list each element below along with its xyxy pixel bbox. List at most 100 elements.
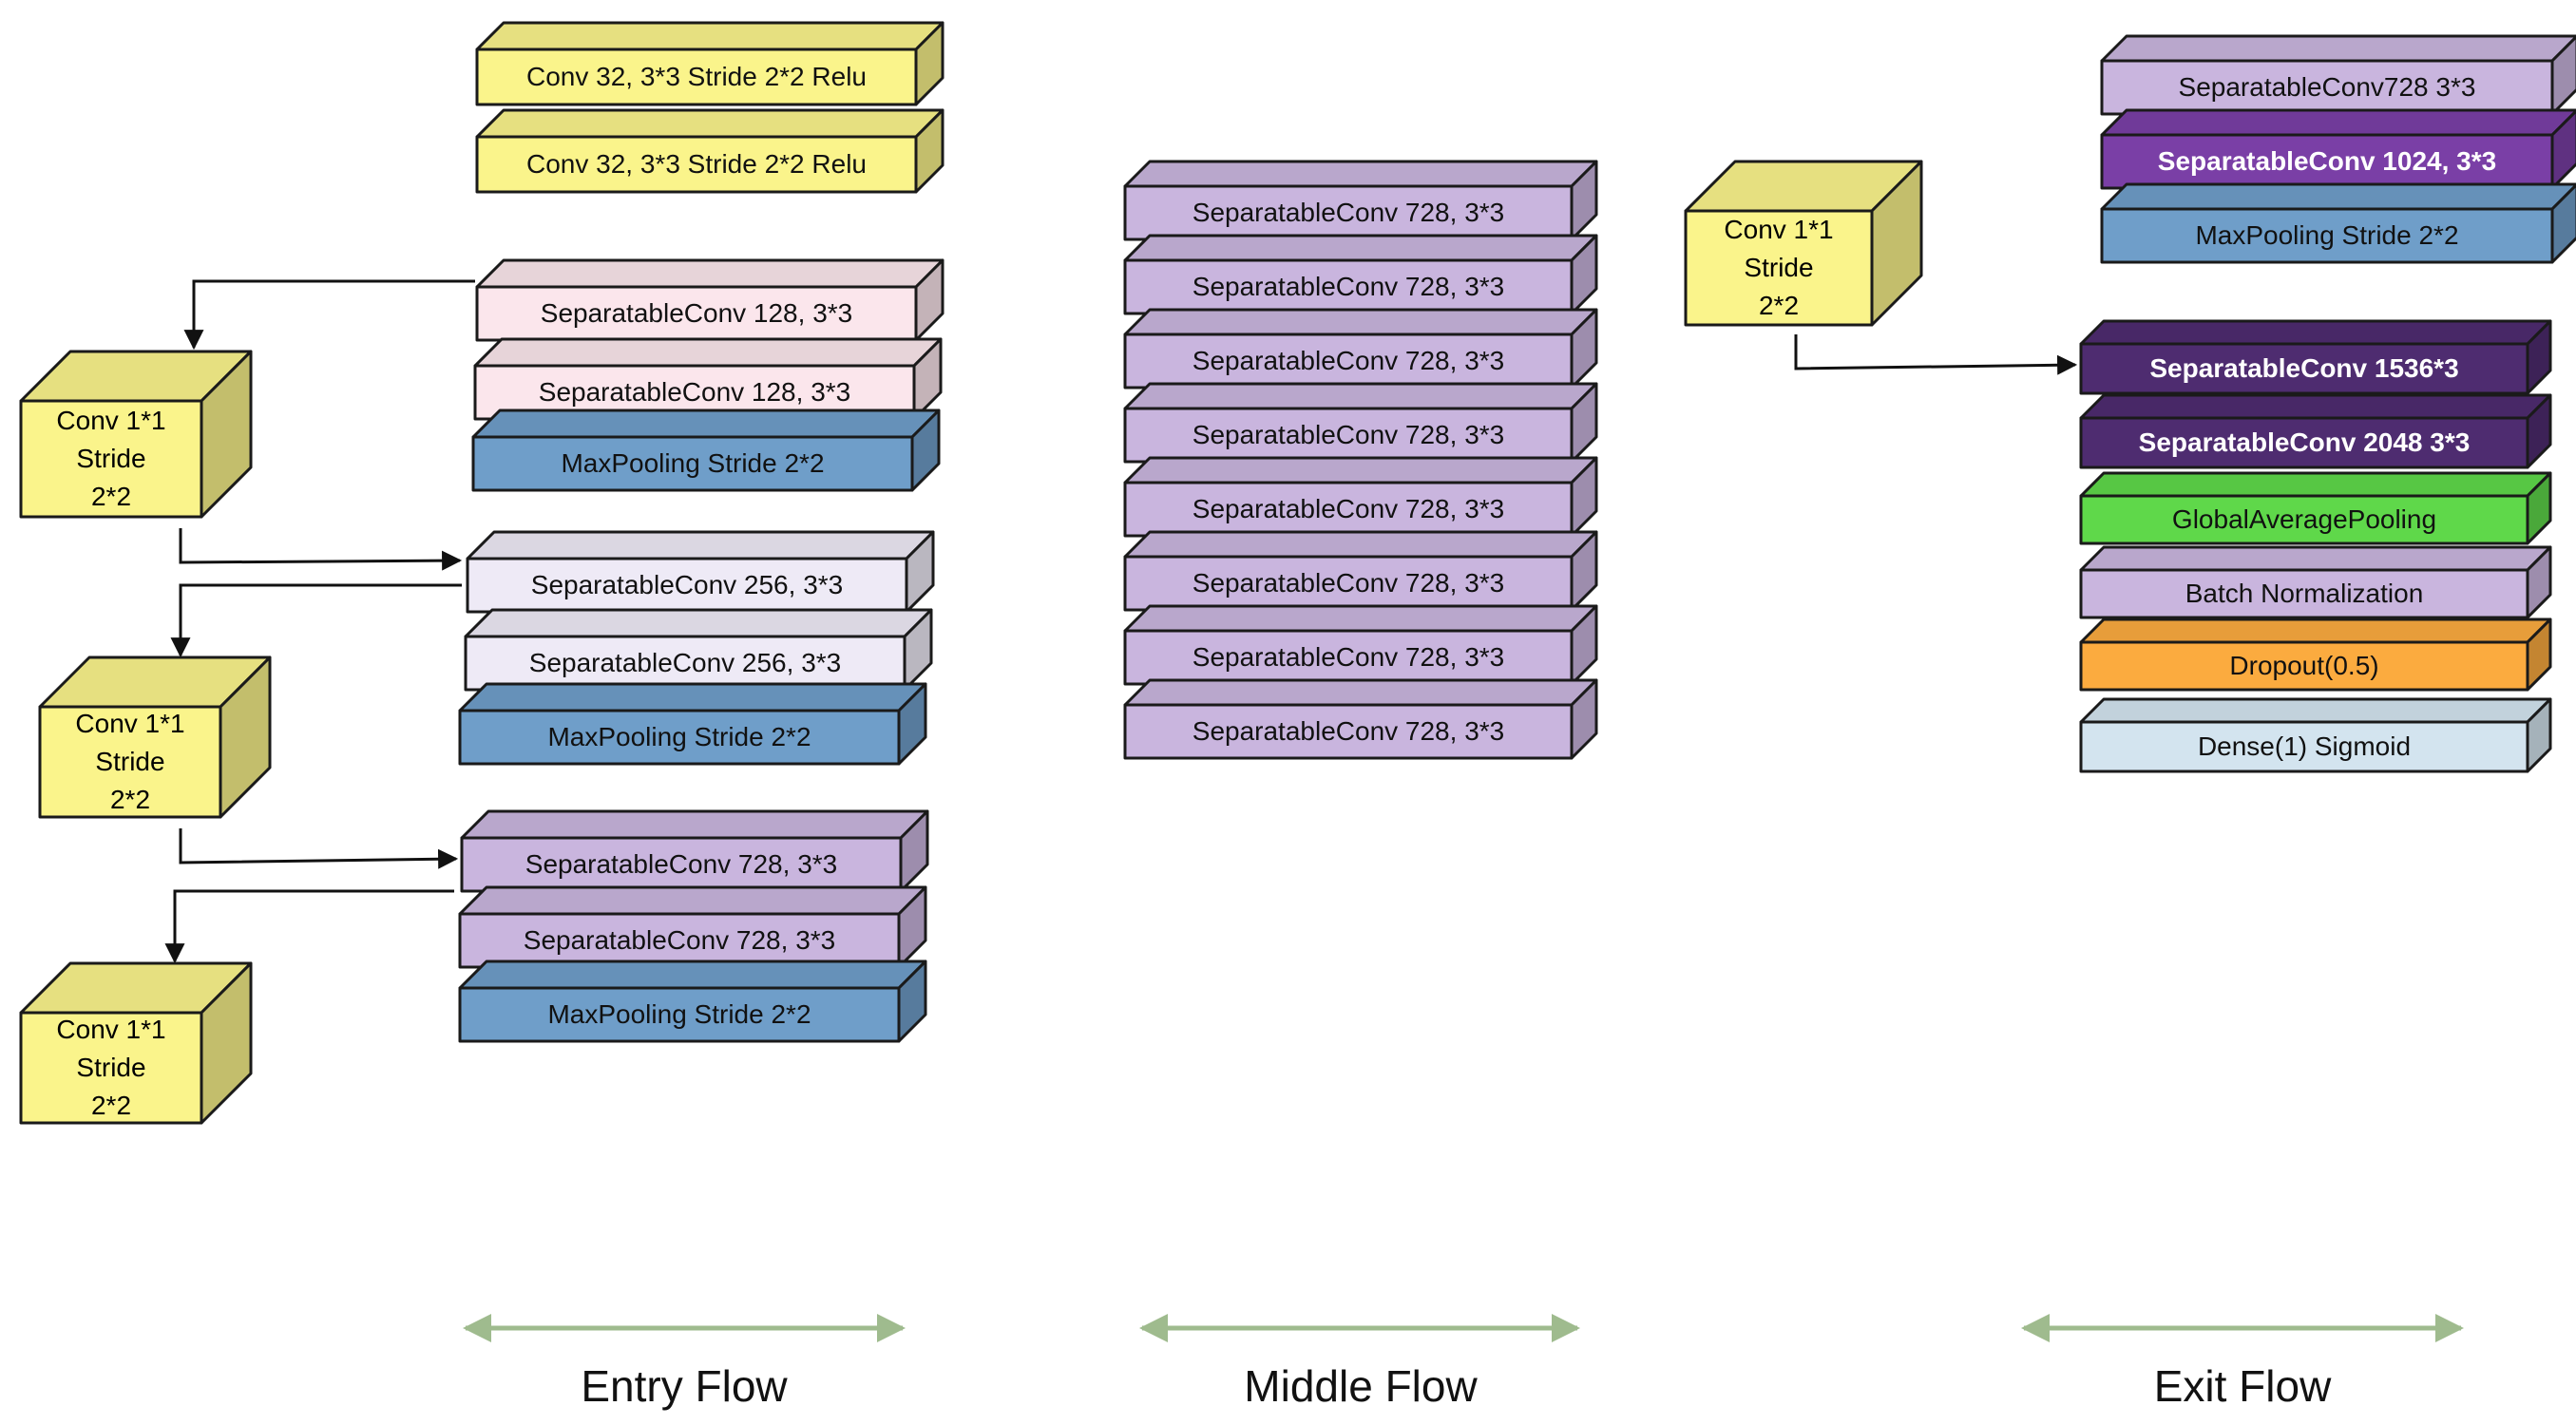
skip-connection-arrow	[164, 889, 454, 964]
skip-connection-arrow	[179, 828, 459, 869]
middle-flow-block-top-face	[1123, 308, 1598, 336]
entry-flow-block-front-face	[458, 912, 901, 969]
exit-flow-block-front-face	[2100, 207, 2554, 264]
entry-flow-block-front-face	[475, 285, 918, 342]
shortcut-conv-cube	[1684, 160, 1923, 327]
skip-connection-arrow	[1794, 334, 2078, 375]
exit-flow-block	[2079, 545, 2552, 619]
middle-flow-block-front-face	[1123, 258, 1574, 315]
middle-flow-block-front-face	[1123, 332, 1574, 390]
skip-connection-arrow	[183, 279, 475, 351]
entry-flow-block	[464, 608, 933, 692]
exit-flow-block-top-face	[2100, 108, 2576, 137]
shortcut-conv-cube-front-face	[19, 399, 203, 519]
exit-flow-block	[2079, 697, 2552, 773]
entry-flow-block-top-face	[473, 337, 943, 368]
shape-layer	[19, 21, 2576, 1125]
exit-flow-block	[2100, 34, 2576, 116]
middle-flow-block-top-face	[1123, 456, 1598, 484]
entry-flow-block	[458, 885, 927, 969]
entry-flow-block	[466, 530, 935, 614]
shortcut-conv-cube-front-face	[38, 705, 222, 819]
middle-flow-block-top-face	[1123, 234, 1598, 262]
entry-flow-block-front-face	[464, 635, 906, 692]
middle-flow-block-front-face	[1123, 481, 1574, 538]
entry-flow-block-top-face	[475, 258, 945, 289]
entry-flow-block-front-face	[458, 986, 901, 1043]
skip-connection-arrow	[170, 583, 462, 658]
exit-flow-block-front-face	[2079, 568, 2529, 619]
middle-flow-block	[1123, 530, 1598, 612]
middle-flow-block	[1123, 234, 1598, 315]
middle-flow-block-top-face	[1123, 160, 1598, 188]
middle-flow-block-top-face	[1123, 530, 1598, 559]
entry-flow-block-front-face	[475, 48, 918, 106]
entry-flow-block	[473, 337, 943, 421]
middle-flow-block	[1123, 456, 1598, 538]
exit-flow-block-top-face	[2079, 618, 2552, 644]
connector-layer	[164, 279, 2078, 964]
exit-flow-block-top-face	[2079, 545, 2552, 572]
exit-flow-block	[2079, 618, 2552, 692]
exit-flow-block-top-face	[2079, 697, 2552, 724]
middle-flow-block	[1123, 308, 1598, 390]
exit-flow-block-top-face	[2100, 182, 2576, 211]
middle-flow-block	[1123, 160, 1598, 241]
exit-flow-block	[2079, 319, 2552, 395]
middle-flow-block-top-face	[1123, 604, 1598, 633]
shortcut-conv-cube	[38, 656, 272, 819]
exit-flow-block-top-face	[2079, 319, 2552, 346]
entry-flow-block-top-face	[458, 960, 927, 990]
exit-flow-block-top-face	[2079, 471, 2552, 498]
skip-connection-arrow	[179, 528, 463, 571]
entry-flow-block-top-face	[475, 21, 945, 51]
entry-flow-block	[458, 682, 927, 766]
exit-flow-block	[2079, 393, 2552, 469]
entry-flow-block	[475, 21, 945, 106]
entry-flow-block-front-face	[458, 709, 901, 766]
entry-flow-block	[475, 258, 945, 342]
entry-flow-block-top-face	[475, 108, 945, 139]
exit-flow-block-top-face	[2100, 34, 2576, 63]
shortcut-conv-cube-front-face	[19, 1011, 203, 1125]
entry-flow-block-front-face	[475, 135, 918, 194]
shortcut-conv-cube-front-face	[1684, 209, 1874, 327]
middle-flow-block-top-face	[1123, 382, 1598, 410]
shortcut-conv-cube	[19, 961, 253, 1125]
middle-flow-block-front-face	[1123, 555, 1574, 612]
middle-flow-block-front-face	[1123, 184, 1574, 241]
exit-flow-block-front-face	[2079, 720, 2529, 773]
middle-flow-block	[1123, 382, 1598, 464]
exit-flow-block-front-face	[2079, 640, 2529, 692]
exit-flow-block-top-face	[2079, 393, 2552, 420]
exit-flow-block-front-face	[2079, 494, 2529, 545]
entry-flow-block-top-face	[464, 608, 933, 638]
entry-flow-block-front-face	[460, 836, 903, 893]
entry-flow-block-top-face	[458, 682, 927, 712]
entry-flow-block-front-face	[466, 557, 908, 614]
shortcut-conv-cube	[19, 350, 253, 519]
entry-flow-block-top-face	[466, 530, 935, 560]
entry-flow-block-front-face	[471, 435, 914, 492]
exit-flow-block	[2100, 182, 2576, 264]
exit-flow-block	[2100, 108, 2576, 190]
entry-flow-block	[475, 108, 945, 194]
entry-flow-block-top-face	[458, 885, 927, 916]
entry-flow-block	[458, 960, 927, 1043]
exit-flow-block	[2079, 471, 2552, 545]
entry-flow-block-top-face	[471, 408, 941, 439]
exit-flow-block-front-face	[2100, 59, 2554, 116]
exit-flow-block-front-face	[2100, 133, 2554, 190]
middle-flow-block-front-face	[1123, 407, 1574, 464]
exit-flow-block-front-face	[2079, 342, 2529, 395]
middle-flow-block	[1123, 678, 1598, 760]
entry-flow-block-top-face	[460, 809, 929, 840]
middle-flow-block-top-face	[1123, 678, 1598, 707]
entry-flow-block	[471, 408, 941, 492]
middle-flow-block	[1123, 604, 1598, 686]
exit-flow-block-front-face	[2079, 416, 2529, 469]
middle-flow-block-front-face	[1123, 629, 1574, 686]
middle-flow-block-front-face	[1123, 703, 1574, 760]
entry-flow-block	[460, 809, 929, 893]
